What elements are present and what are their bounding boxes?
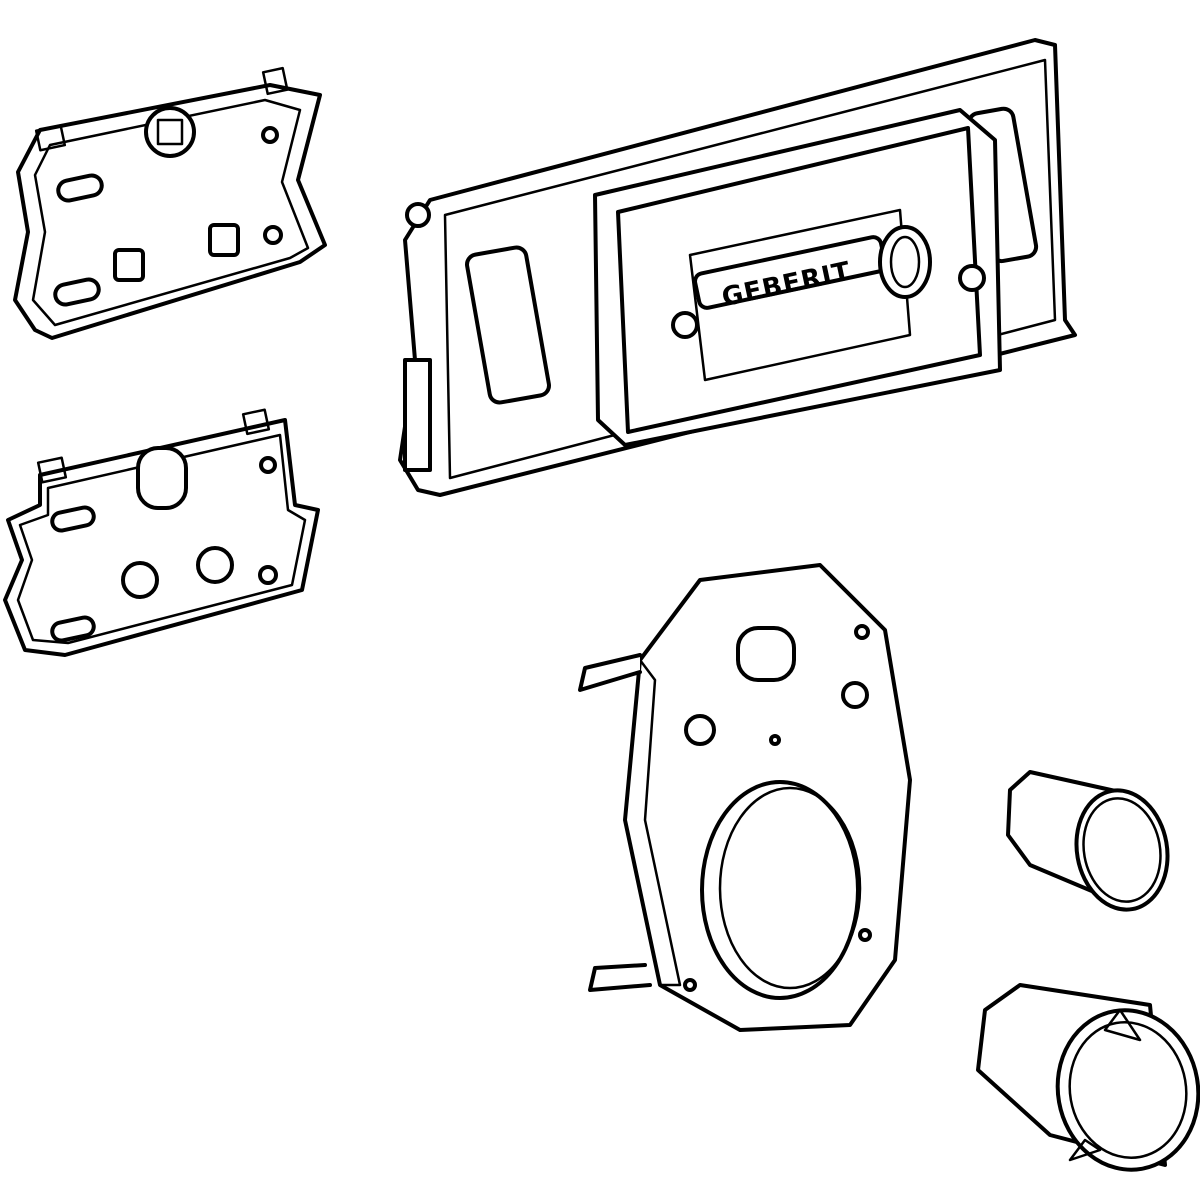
octagonal-mounting-plate: [578, 563, 912, 1032]
pipe-connector: [976, 983, 1200, 1172]
pipe-sleeve: [1006, 770, 1170, 912]
installation-frame: GEBERIT: [398, 38, 1077, 497]
bracket-plate-top: [13, 66, 327, 340]
bracket-plate-middle: [3, 408, 320, 657]
